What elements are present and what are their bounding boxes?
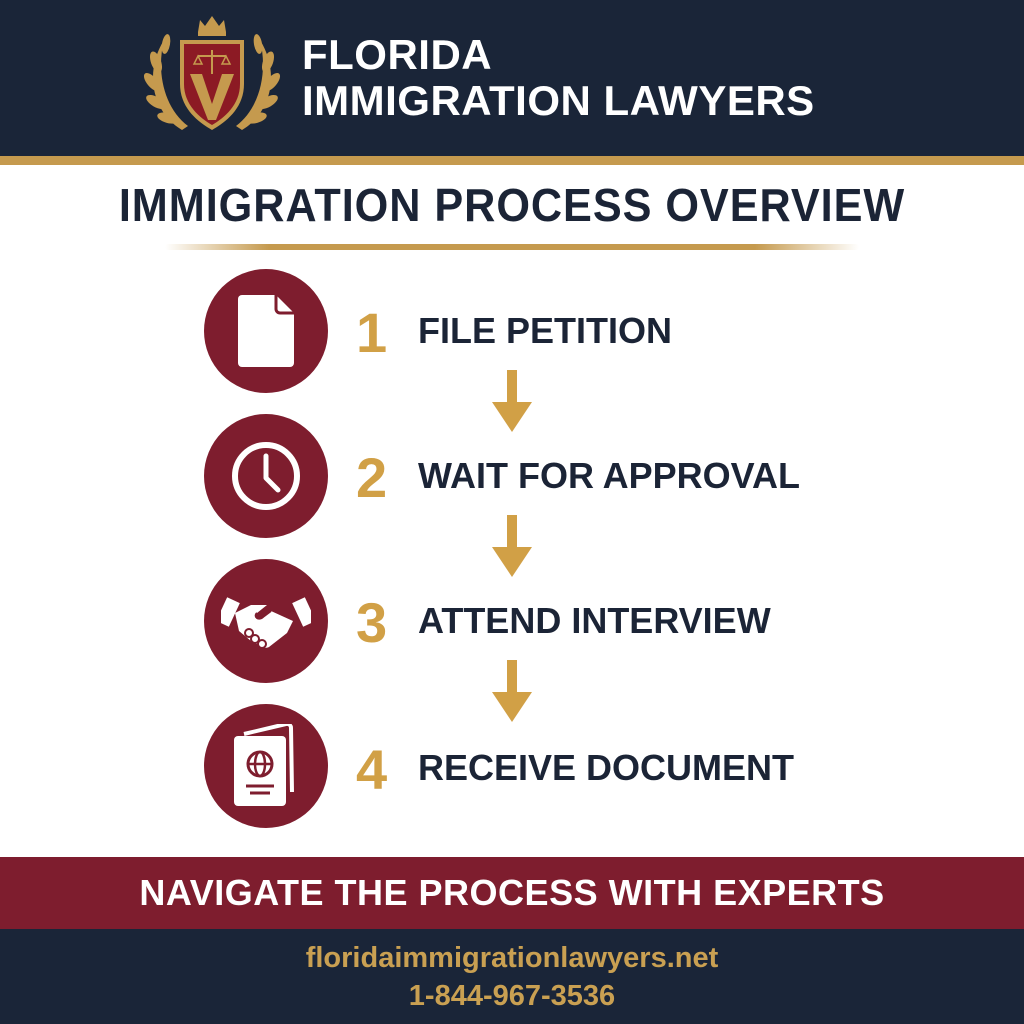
passport-icon	[234, 724, 294, 806]
brand-line-2: IMMIGRATION LAWYERS	[302, 77, 815, 124]
cta-banner: NAVIGATE THE PROCESS WITH EXPERTS	[0, 857, 1024, 929]
footer: floridaimmigrationlawyers.net 1-844-967-…	[0, 929, 1024, 1024]
step-1-number: 1	[356, 301, 388, 364]
step-2-icon-circle	[204, 414, 328, 538]
step-2-label: WAIT FOR APPROVAL	[418, 455, 800, 496]
page-title: IMMIGRATION PROCESS OVERVIEW	[118, 179, 906, 231]
arrow-down-icon	[492, 660, 532, 722]
step-3-label: ATTEND INTERVIEW	[418, 600, 771, 641]
title-underline	[165, 244, 859, 250]
brand-name: FLORIDA IMMIGRATION LAWYERS	[302, 32, 815, 124]
header-divider	[0, 156, 1024, 165]
cta-banner-text: NAVIGATE THE PROCESS WITH EXPERTS	[139, 872, 885, 913]
crest-logo-icon	[142, 12, 282, 140]
header-bar	[0, 0, 1024, 156]
step-3-icon-circle	[204, 559, 328, 683]
step-3-number: 3	[356, 591, 388, 654]
step-4-label: RECEIVE DOCUMENT	[418, 747, 795, 788]
phone-number[interactable]: 1-844-967-3536	[408, 980, 616, 1012]
brand-line-1: FLORIDA	[302, 31, 493, 78]
arrow-down-icon	[492, 515, 532, 577]
step-1-label: FILE PETITION	[418, 310, 673, 351]
handshake-icon	[221, 597, 311, 649]
step-4-icon-circle	[204, 704, 328, 828]
website-link[interactable]: floridaimmigrationlawyers.net	[305, 942, 719, 974]
step-1-icon-circle	[204, 269, 328, 393]
step-4-number: 4	[356, 738, 388, 801]
clock-icon	[232, 442, 300, 510]
arrow-down-icon	[492, 370, 532, 432]
step-2-number: 2	[356, 446, 388, 509]
document-icon	[238, 295, 294, 367]
